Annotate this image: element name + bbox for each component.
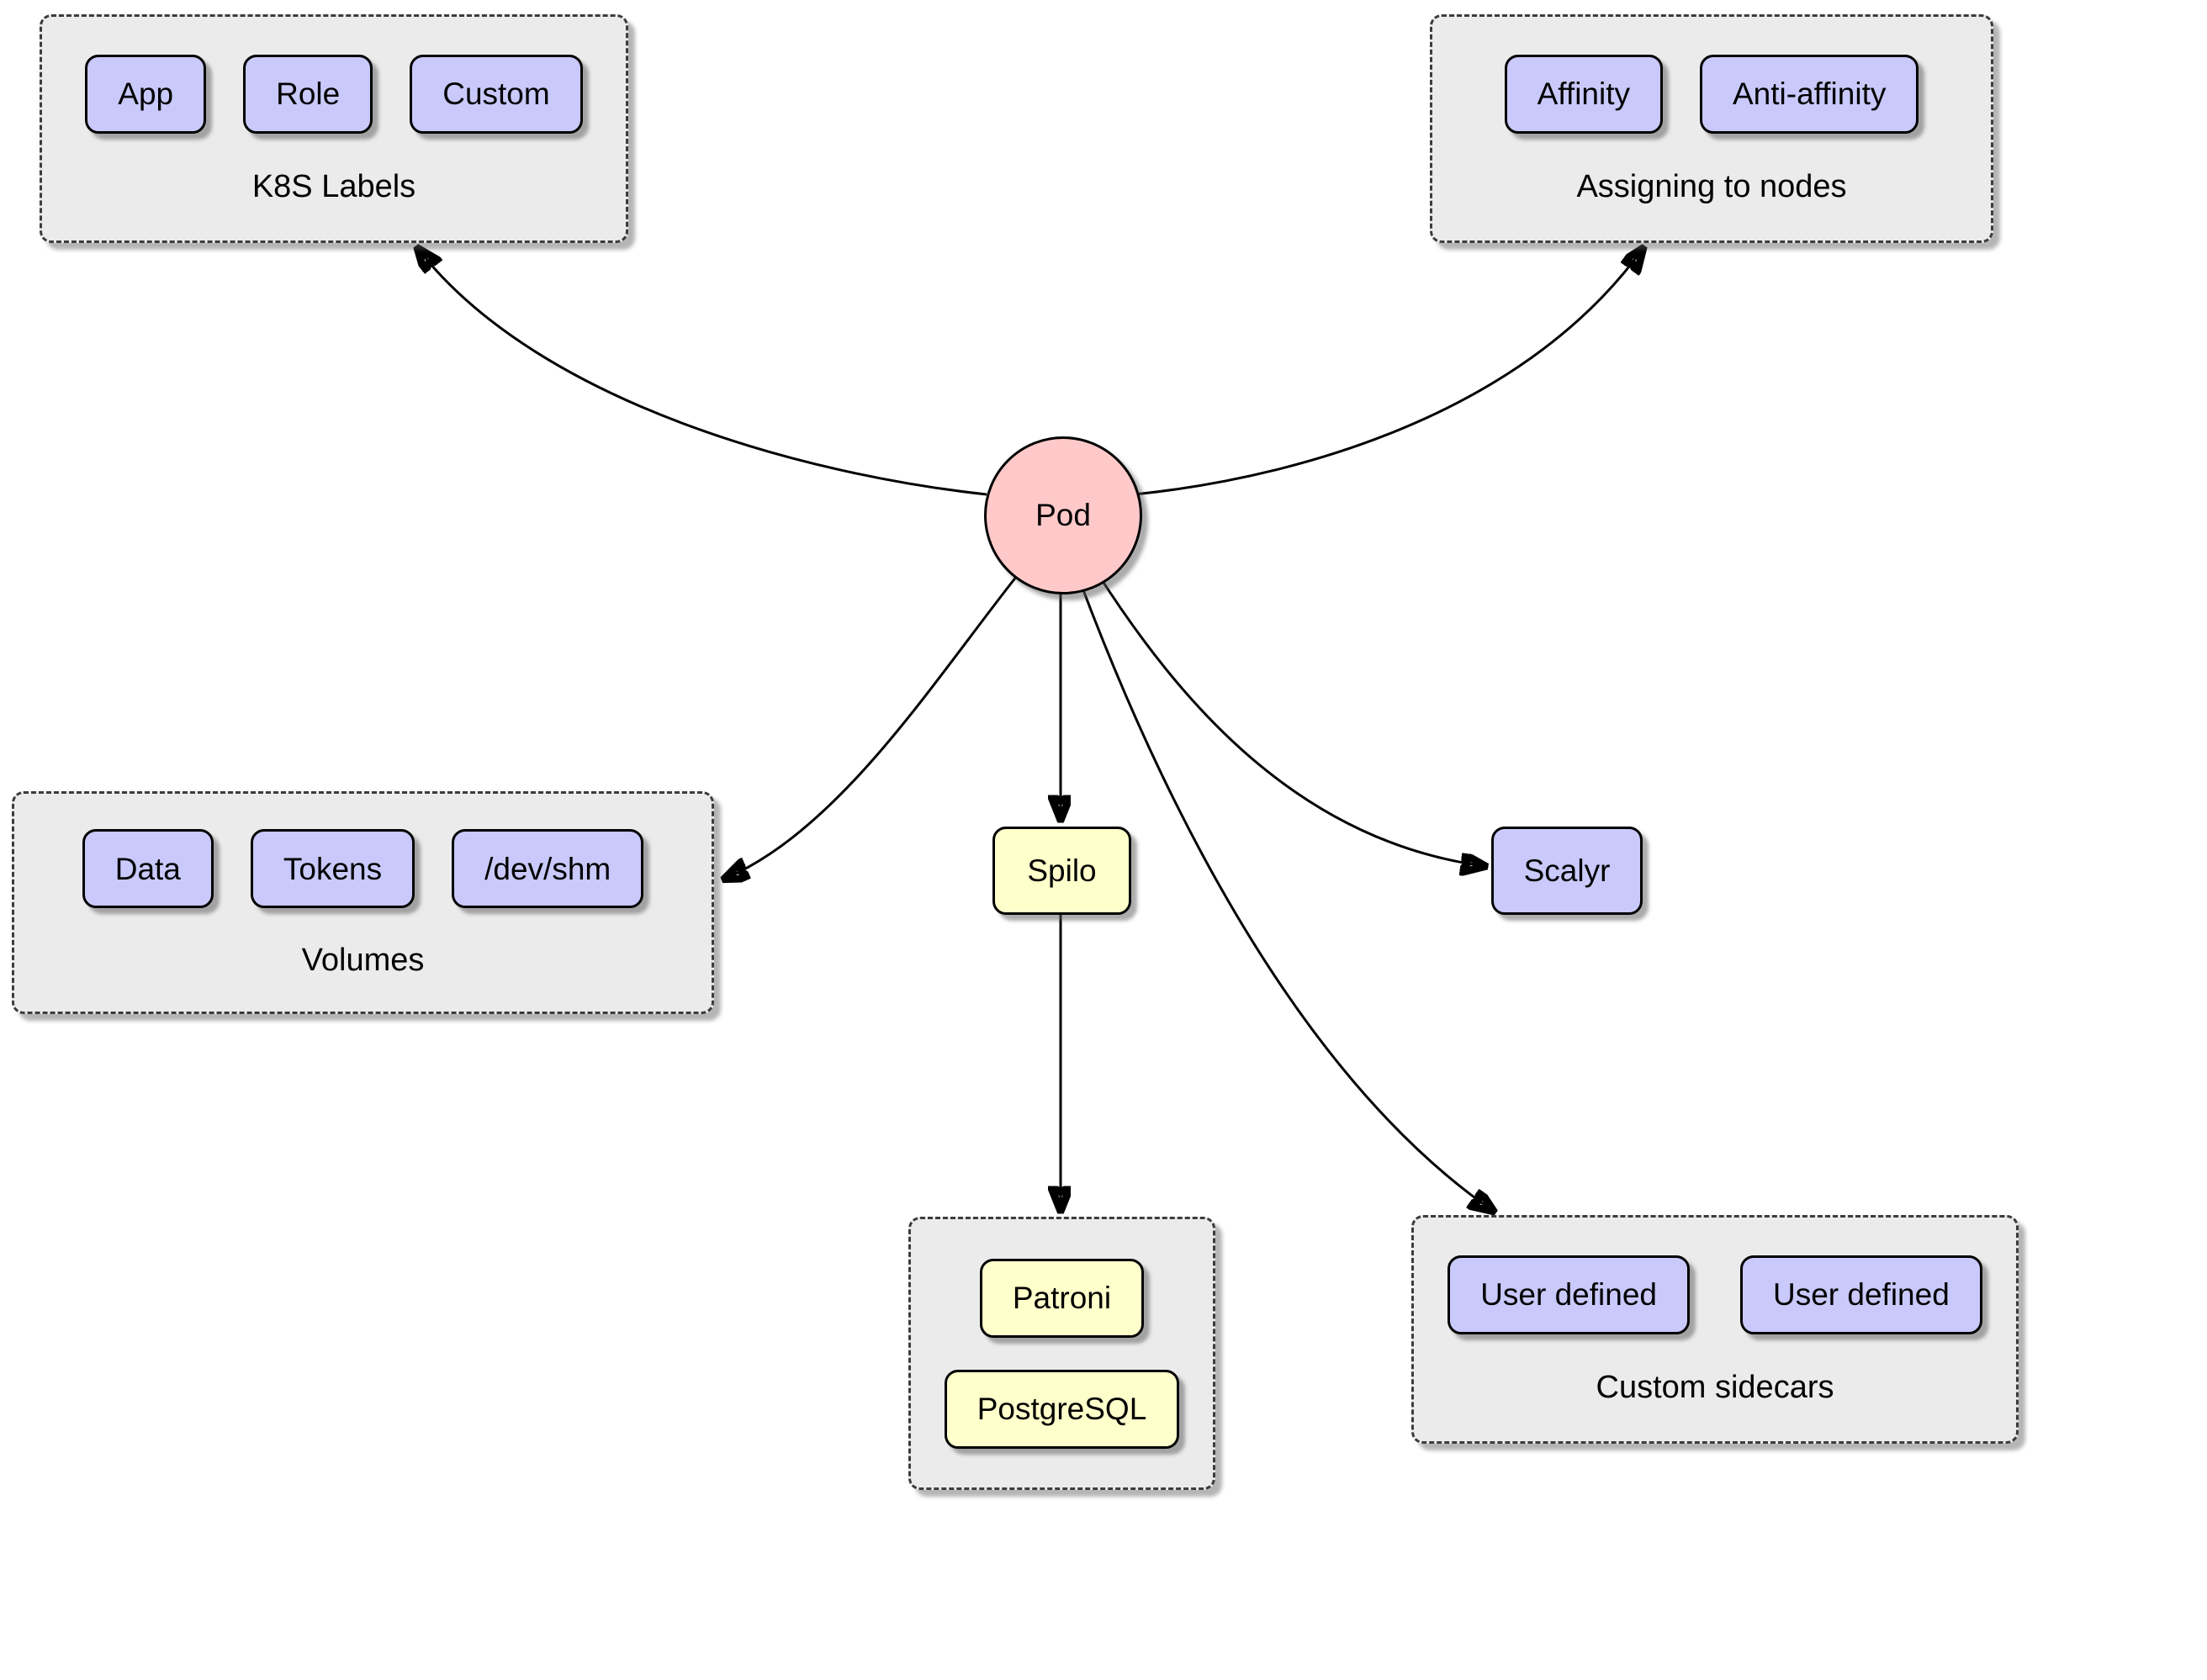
node-user-defined-2: User defined — [1740, 1255, 1982, 1334]
pod-label: Pod — [1035, 498, 1091, 532]
volumes-boxes: Data Tokens /dev/shm — [82, 829, 644, 909]
node-tokens: Tokens — [250, 829, 415, 909]
edge-pod-scalyr — [1096, 573, 1485, 866]
group-k8s-labels: App Role Custom K8S Labels — [40, 14, 628, 243]
node-app: App — [85, 54, 207, 134]
node-affinity: Affinity — [1504, 54, 1663, 134]
node-role: Role — [243, 54, 373, 134]
node-dev-shm: /dev/shm — [452, 829, 644, 909]
edge-pod-k8s-labels — [418, 249, 987, 496]
k8s-labels-boxes: App Role Custom — [85, 54, 583, 134]
group-title-k8s-labels: K8S Labels — [251, 169, 416, 205]
node-spilo: Spilo — [992, 827, 1131, 915]
group-spilo-children: Patroni PostgreSQL — [908, 1217, 1215, 1490]
group-title-assigning-to-nodes: Assigning to nodes — [1576, 169, 1847, 205]
group-assigning-to-nodes: Affinity Anti-affinity Assigning to node… — [1430, 14, 1993, 243]
node-patroni: Patroni — [979, 1258, 1145, 1338]
assigning-boxes: Affinity Anti-affinity — [1504, 54, 1919, 134]
spilo-children-boxes: Patroni PostgreSQL — [944, 1258, 1180, 1449]
node-pod: Pod — [984, 436, 1142, 594]
edge-pod-custom-sidecars — [1079, 583, 1493, 1211]
group-custom-sidecars: User defined User defined Custom sidecar… — [1411, 1215, 2019, 1444]
node-scalyr: Scalyr — [1491, 827, 1643, 915]
group-volumes: Data Tokens /dev/shm Volumes — [12, 791, 714, 1014]
edge-pod-volumes — [725, 575, 1019, 879]
node-data: Data — [82, 829, 214, 909]
node-custom: Custom — [410, 54, 583, 134]
node-user-defined-1: User defined — [1448, 1255, 1690, 1334]
edge-pod-assigning-to-nodes — [1134, 249, 1643, 496]
spilo-label: Spilo — [1027, 853, 1097, 888]
custom-sidecars-boxes: User defined User defined — [1448, 1255, 1982, 1334]
group-title-custom-sidecars: Custom sidecars — [1596, 1370, 1834, 1406]
group-title-volumes: Volumes — [301, 942, 425, 978]
scalyr-label: Scalyr — [1523, 853, 1611, 888]
node-postgresql: PostgreSQL — [944, 1369, 1180, 1449]
node-anti-affinity: Anti-affinity — [1700, 54, 1919, 134]
